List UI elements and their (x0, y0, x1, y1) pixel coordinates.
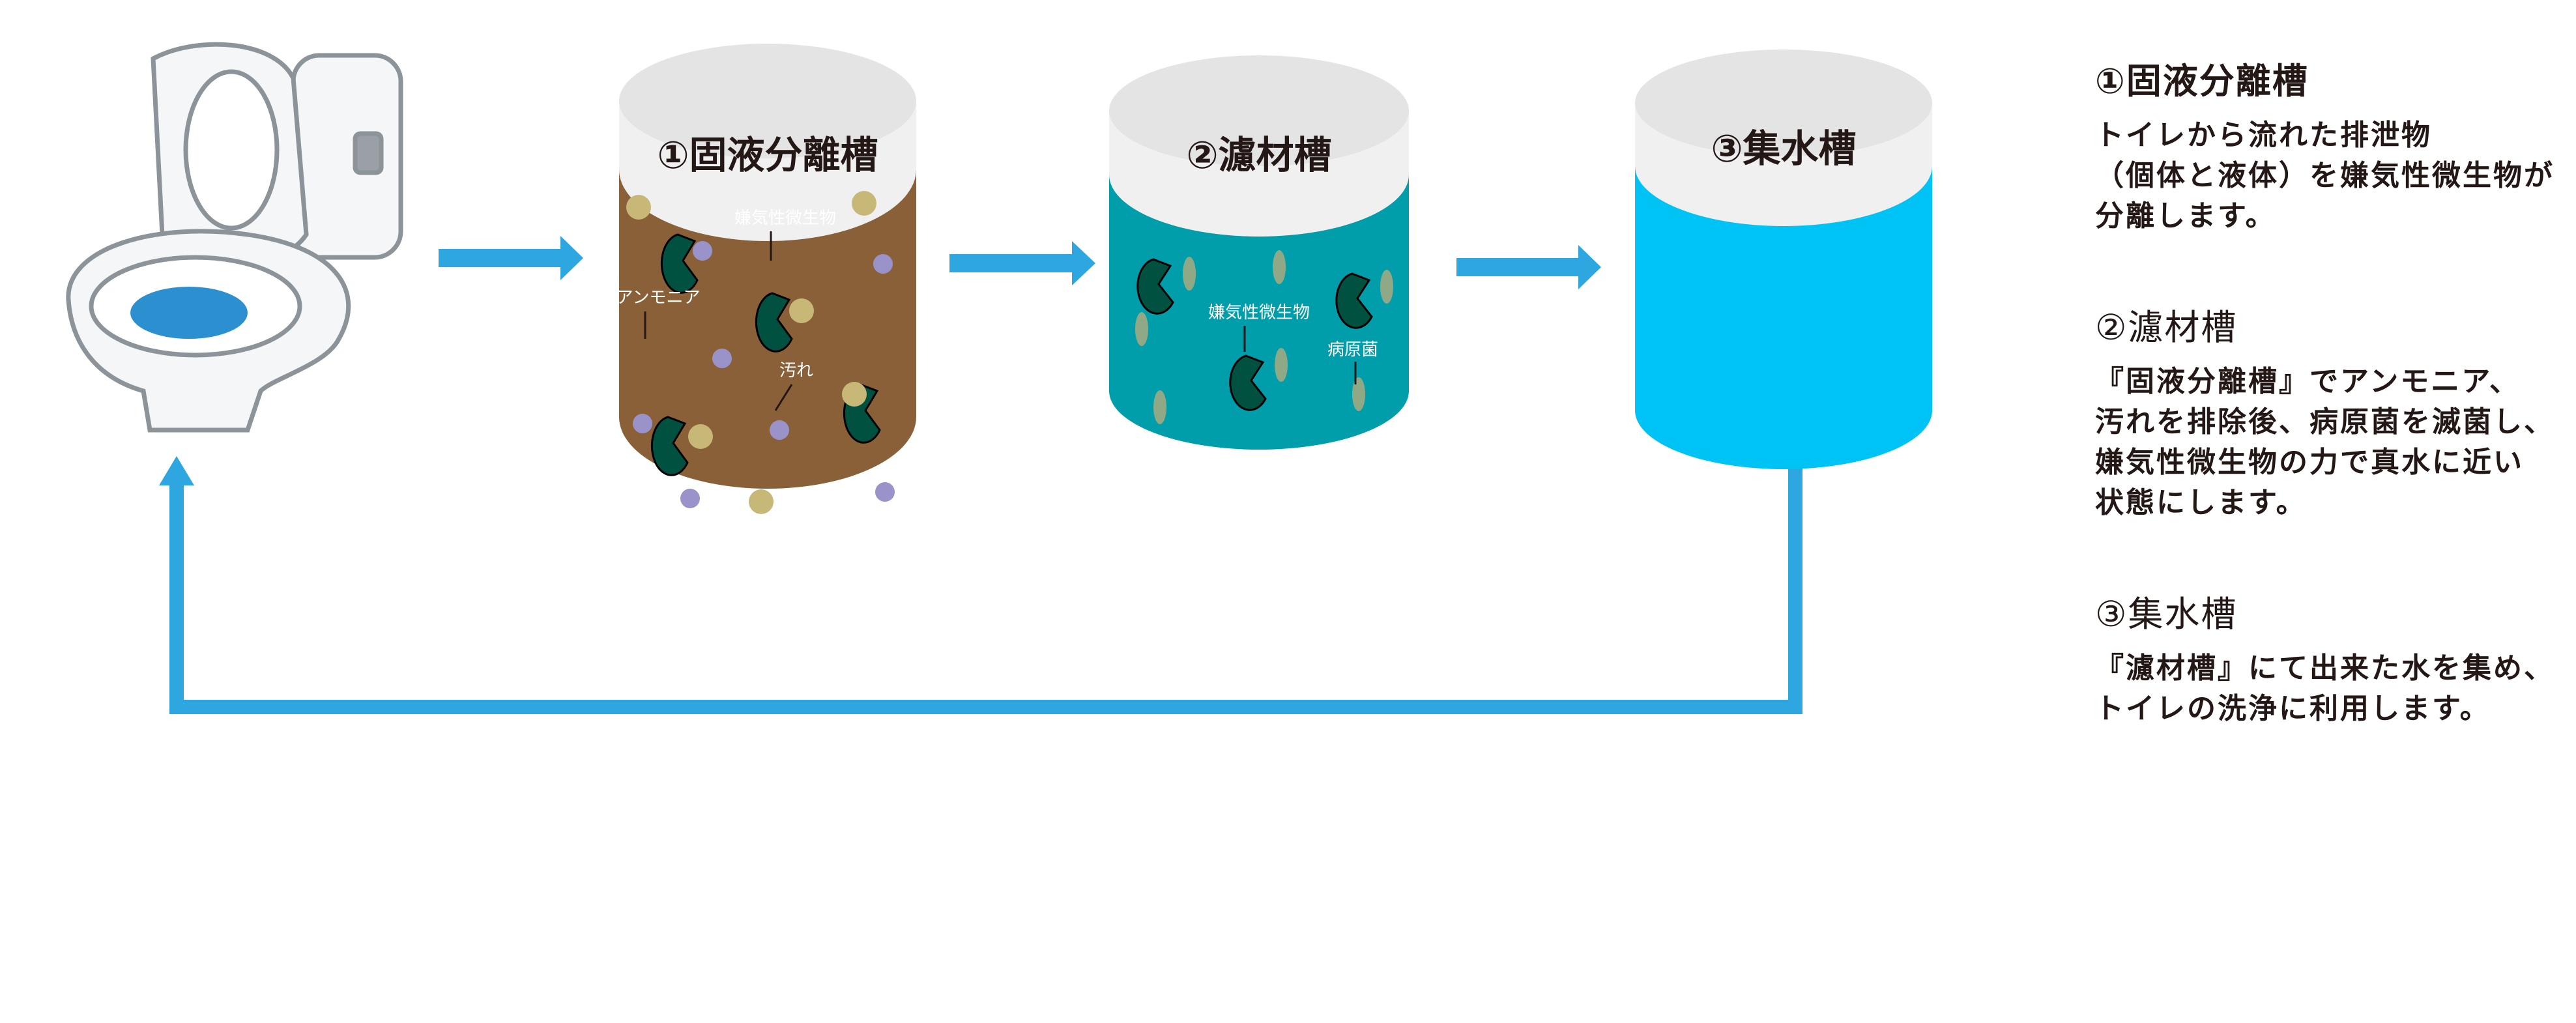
explanation-section: ①固液分離槽 トイレから流れた排泄物 （個体と液体）を嫌気性微生物が 分離します… (2095, 52, 2576, 237)
section-heading: ①固液分離槽 (2095, 61, 2309, 102)
tank-title: ①固液分離槽 (657, 133, 878, 177)
toilet-water (130, 287, 248, 339)
section-body: トイレから流れた排泄物 （個体と液体）を嫌気性微生物が 分離します。 (2095, 119, 2554, 233)
flow-arrows (159, 236, 1802, 714)
tank-filter-media: ②濾材槽 嫌気性微生物 病原菌 (1109, 55, 1409, 450)
label-anaerobic-microbe: 嫌気性微生物 (734, 209, 836, 228)
pointer-arrow (774, 384, 793, 411)
dirt-icons (626, 191, 876, 514)
section-body: 『固液分離槽』でアンモニア、 汚れを排除後、病原菌を滅菌し、 嫌気性微生物の力で… (2095, 365, 2554, 519)
toilet-lid-inner (183, 69, 280, 231)
microbe-icons (1136, 258, 1373, 411)
tank-solid-liquid-separation: ①固液分離槽 嫌気性微生物 アンモニア 汚れ (616, 44, 916, 514)
label-ammonia: アンモニア (616, 288, 701, 308)
label-dirt: 汚れ (779, 361, 813, 381)
flush-lever-icon (353, 131, 384, 175)
tank-title: ②濾材槽 (1186, 133, 1331, 177)
section-heading: ③集水槽 (2095, 594, 2238, 635)
pathogen-icons (1135, 250, 1393, 424)
microbe-icons (650, 233, 881, 476)
return-arrow (169, 459, 1802, 714)
tank-title: ③集水槽 (1711, 126, 1856, 171)
explanation-panel: ①固液分離槽 トイレから流れた排泄物 （個体と液体）を嫌気性微生物が 分離します… (2095, 52, 2576, 791)
explanation-section: ②濾材槽 『固液分離槽』でアンモニア、 汚れを排除後、病原菌を滅菌し、 嫌気性微… (2095, 298, 2576, 523)
label-anaerobic-microbe: 嫌気性微生物 (1208, 303, 1310, 323)
section-body: 『濾材槽』にて出来た水を集め、 トイレの洗浄に利用します。 (2095, 652, 2554, 725)
toilet-tank (291, 53, 403, 260)
arrow-up-icon (159, 456, 194, 485)
ammonia-icons (633, 241, 895, 508)
toilet-illustration (66, 42, 403, 433)
arrow-right-icon (439, 236, 583, 280)
tank-water-collection: ③集水槽 (1635, 50, 1932, 469)
arrow-right-icon (1456, 245, 1601, 289)
section-heading: ②濾材槽 (2095, 307, 2238, 348)
arrow-right-icon (949, 241, 1095, 285)
label-pathogen: 病原菌 (1327, 340, 1378, 360)
explanation-section: ③集水槽 『濾材槽』にて出来た水を集め、 トイレの洗浄に利用します。 (2095, 585, 2576, 729)
